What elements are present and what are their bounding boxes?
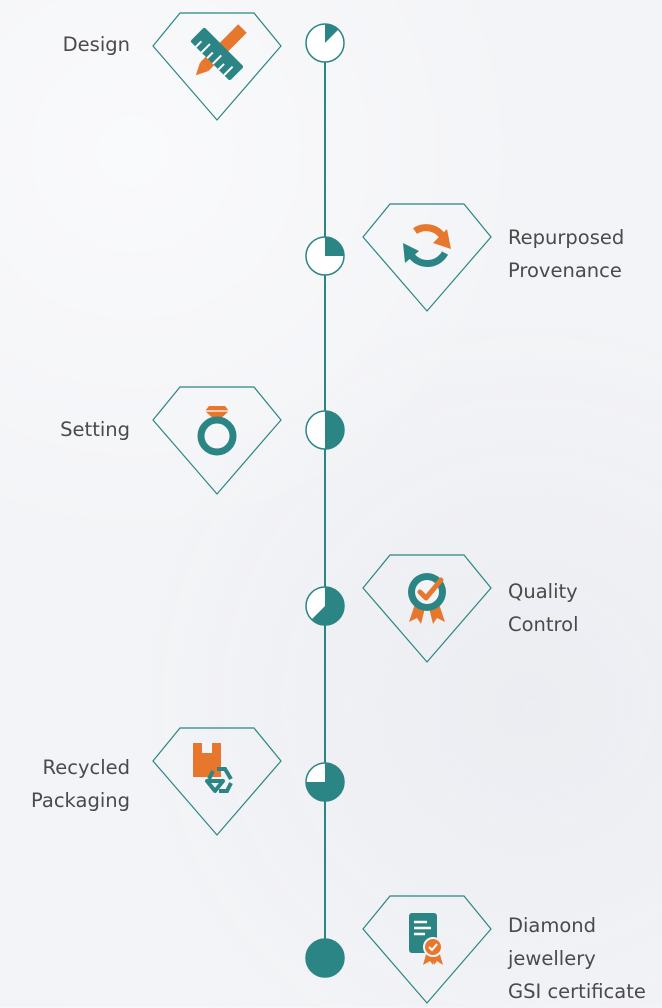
progress-node-setting bbox=[303, 408, 347, 452]
gem-frame-quality-control bbox=[362, 554, 492, 664]
progress-pie bbox=[305, 938, 345, 978]
progress-node-gsi-certificate bbox=[303, 936, 347, 980]
progress-fill bbox=[325, 237, 344, 256]
progress-pie bbox=[305, 236, 345, 276]
step-label-quality-control: Quality Control bbox=[508, 575, 579, 641]
gem-outline bbox=[152, 727, 282, 836]
gem-frame-setting bbox=[152, 386, 282, 496]
step-label-recycled-packaging: Recycled Packaging bbox=[31, 751, 130, 817]
gem-outline bbox=[362, 554, 492, 663]
progress-node-recycled-packaging bbox=[303, 760, 347, 804]
gem-outline bbox=[152, 386, 282, 495]
step-label-setting: Setting bbox=[60, 413, 130, 446]
step-label-line: Setting bbox=[60, 418, 130, 441]
progress-fill bbox=[325, 411, 344, 449]
step-label-line: Packaging bbox=[31, 789, 130, 812]
quality-badge-icon bbox=[408, 573, 446, 624]
step-label-line: Recycled bbox=[42, 756, 130, 779]
step-label-design: Design bbox=[63, 28, 130, 61]
gem-outline bbox=[362, 895, 492, 1004]
progress-pie bbox=[305, 762, 345, 802]
step-label-line: jewellery bbox=[508, 947, 596, 970]
progress-node-repurposed-provenance bbox=[303, 234, 347, 278]
recycle-arrows-icon bbox=[403, 224, 451, 268]
progress-fill bbox=[311, 587, 344, 625]
step-label-repurposed-provenance: Repurposed Provenance bbox=[508, 221, 624, 287]
gem-frame-recycled-packaging bbox=[152, 727, 282, 837]
progress-pie bbox=[305, 23, 345, 63]
step-label-line: Design bbox=[62, 33, 130, 56]
timeline-line bbox=[324, 44, 326, 962]
progress-node-design bbox=[303, 21, 347, 65]
step-label-line: Control bbox=[508, 613, 579, 636]
ruler-pencil-icon bbox=[190, 24, 247, 81]
gem-outline bbox=[152, 12, 282, 121]
step-label-line: Quality bbox=[508, 580, 578, 603]
step-label-line: GSI certificate bbox=[508, 980, 646, 1003]
gem-frame-repurposed-provenance bbox=[362, 203, 492, 313]
progress-pie bbox=[305, 410, 345, 450]
step-label-gsi-certificate: Diamond jewellery GSI certificate bbox=[508, 909, 646, 1008]
recycled-box-icon bbox=[193, 743, 233, 793]
progress-fill bbox=[306, 763, 344, 801]
diamond-ring-icon bbox=[197, 406, 237, 456]
step-label-line: Repurposed bbox=[508, 226, 625, 249]
step-label-line: Provenance bbox=[508, 259, 622, 282]
progress-node-quality-control bbox=[303, 584, 347, 628]
gem-outline bbox=[362, 203, 492, 312]
progress-pie bbox=[305, 586, 345, 626]
step-label-line: Diamond bbox=[508, 914, 597, 937]
gem-frame-gsi-certificate bbox=[362, 895, 492, 1005]
gem-frame-design bbox=[152, 12, 282, 122]
progress-fill bbox=[306, 939, 344, 977]
certificate-icon bbox=[409, 913, 443, 965]
progress-fill bbox=[325, 23, 339, 43]
